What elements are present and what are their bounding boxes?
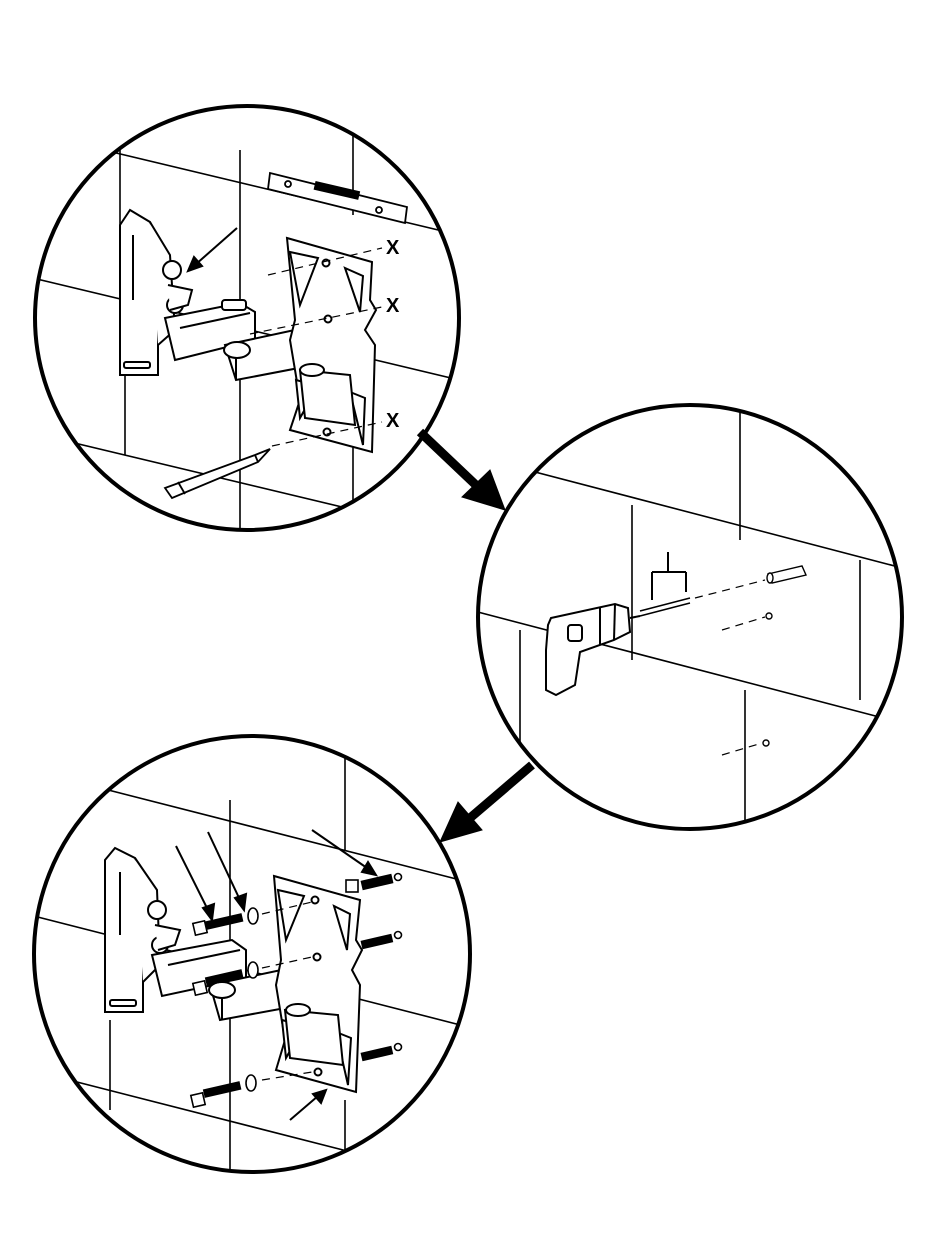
drill-bit [640,598,690,616]
drill-icon [546,604,640,695]
mark-x-middle: X [386,295,400,317]
pivot-pointer-arrow [188,228,237,271]
mark-x-top: X [386,237,400,259]
pencil-icon [165,449,270,498]
drilled-holes [763,566,806,746]
depth-bracket [652,552,686,600]
mark-x-bottom: X [386,410,400,432]
mounting-plate-3 [274,876,362,1092]
step-2-frame [478,405,902,829]
step-3-fasten-bracket-panel [30,736,480,1185]
flow-arrow-1-to-2 [420,432,505,510]
flow-arrow-2-to-3 [440,765,532,842]
mounting-plate-1 [287,238,376,452]
drill-guides [695,580,765,755]
spirit-level [268,173,407,223]
step-1-mark-holes-panel: X X X [20,100,480,540]
step-3-frame [34,736,470,1172]
step-2-drill-holes-panel [470,405,910,830]
